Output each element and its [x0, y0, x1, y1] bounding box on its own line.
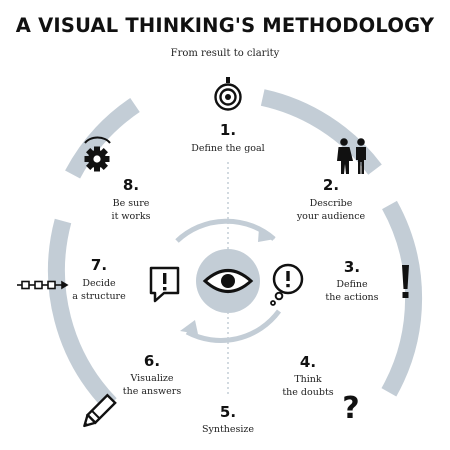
step-number: 7. — [91, 256, 107, 274]
step-label: Visualize — [129, 373, 173, 384]
step-label: a structure — [72, 291, 126, 302]
diagram-title: A VISUAL THINKING'S METHODOLOGY — [15, 14, 435, 37]
step-5: 5. Synthesize — [202, 403, 254, 435]
outer-ring — [48, 89, 423, 411]
inner-arrow-bottom — [185, 309, 282, 343]
step-label: it works — [112, 211, 151, 222]
inner-arrowhead-top — [258, 228, 275, 242]
step-label: Synthesize — [202, 424, 254, 435]
speech-bubble-exclamation-icon — [149, 266, 180, 303]
step-label: Describe — [310, 198, 353, 209]
step-label: Define — [336, 279, 368, 290]
people-icon — [337, 138, 366, 174]
target-icon — [214, 77, 242, 111]
step-8: 8. Be sure it works — [112, 176, 151, 222]
step-number: 6. — [144, 352, 160, 370]
ring-segment — [48, 218, 117, 411]
step-6: 6. Visualize the answers — [123, 352, 182, 397]
step-label: Be sure — [113, 198, 150, 209]
pencil-icon — [83, 393, 117, 428]
step-label: the actions — [325, 292, 378, 303]
inner-arrowhead-bottom — [180, 320, 198, 334]
step-label: the answers — [123, 386, 182, 397]
step-3: 3. Define the actions — [325, 258, 378, 303]
step-2: 2. Describe your audience — [296, 176, 366, 222]
step-label: Define the goal — [191, 143, 264, 154]
step-label: the doubts — [282, 387, 333, 398]
step-number: 1. — [220, 121, 236, 139]
exclamation-icon — [402, 265, 409, 298]
eye-icon — [196, 249, 260, 313]
step-label: Decide — [82, 278, 116, 289]
ring-segment — [65, 97, 140, 179]
step-number: 2. — [323, 176, 339, 194]
gear-icon — [84, 136, 111, 172]
step-label: Think — [294, 374, 322, 385]
step-number: 5. — [220, 403, 236, 421]
diagram-subtitle: From result to clarity — [170, 48, 280, 59]
step-number: 3. — [344, 258, 360, 276]
ring-segment — [381, 200, 423, 397]
step-number: 8. — [123, 176, 139, 194]
step-4: 4. Think the doubts — [282, 353, 333, 398]
question-icon: ? — [342, 391, 359, 426]
step-7: 7. Decide a structure — [72, 256, 126, 302]
step-label: your audience — [296, 211, 366, 222]
structure-icon — [17, 280, 69, 290]
thought-bubble-exclamation-icon — [270, 263, 304, 306]
step-1: 1. Define the goal — [191, 121, 264, 154]
step-number: 4. — [300, 353, 316, 371]
